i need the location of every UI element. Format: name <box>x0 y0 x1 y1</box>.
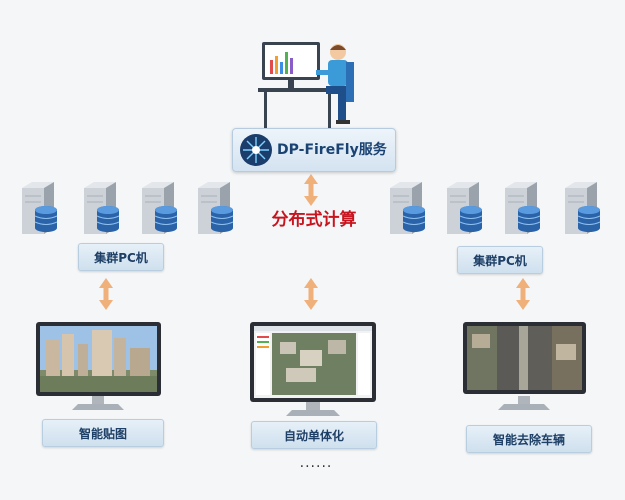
cluster-label-left: 集群PC机 <box>78 243 164 271</box>
monitor-smart-texture <box>36 322 161 410</box>
more-ellipsis: ...... <box>299 455 333 471</box>
app-label-smart-texture: 智能贴图 <box>42 419 164 447</box>
user-workstation-illustration <box>258 42 354 128</box>
monitors <box>36 322 586 416</box>
dp-firefly-service-box: DP-FireFly服务 <box>232 128 396 172</box>
distributed-computing-title: 分布式计算 <box>271 210 357 230</box>
service-label: DP-FireFly服务 <box>277 142 387 158</box>
monitor-auto-monomer <box>250 322 376 416</box>
firefly-logo-icon <box>240 134 272 166</box>
app-label-vehicle-removal: 智能去除车辆 <box>466 425 592 453</box>
monitor-vehicle-removal <box>463 322 586 410</box>
app-label-auto-monomer: 自动单体化 <box>251 421 377 449</box>
cluster-label-right: 集群PC机 <box>457 246 543 274</box>
